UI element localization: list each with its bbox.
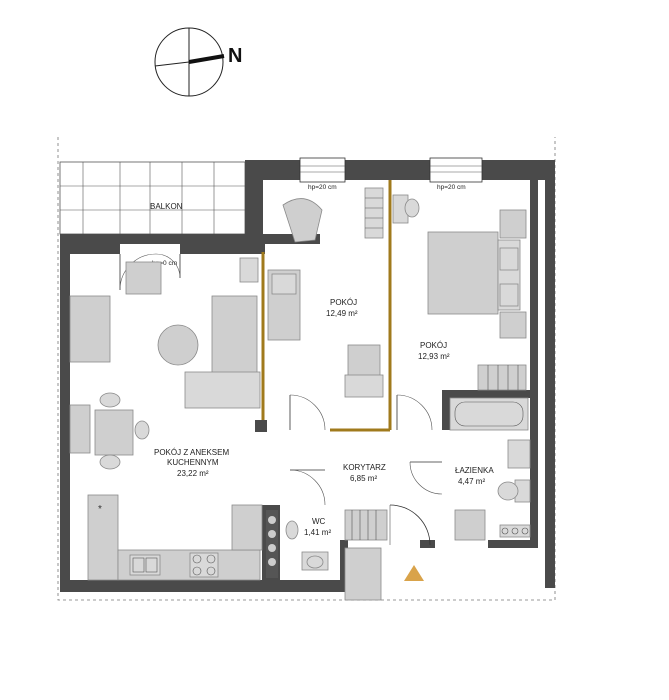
compass-icon: N [154, 27, 242, 97]
entrance-arrow-icon [404, 565, 424, 581]
bathtub-icon [449, 397, 529, 431]
doors [289, 394, 443, 546]
installation-shaft [266, 510, 278, 578]
window-pokoj2 [429, 157, 483, 183]
room-label-pokoj1: POKÓJ [330, 298, 357, 307]
living-furniture: * [69, 257, 263, 581]
desk-chair-icon [282, 198, 323, 243]
window-height-pokoj1: hp=20 cm [308, 184, 337, 191]
room1-furniture [267, 187, 384, 398]
room-area-pokoj2: 12,93 m² [418, 352, 450, 361]
bed-icon [427, 209, 527, 339]
room-area-living: 23,22 m² [177, 469, 209, 478]
fridge-mark-icon: * [98, 504, 102, 515]
room2-furniture [392, 194, 527, 391]
room-label-korytarz: KORYTARZ [343, 463, 386, 472]
wc-toilet-icon [285, 520, 329, 571]
walls [60, 160, 555, 592]
stove-icon [189, 552, 219, 578]
room-area-korytarz: 6,85 m² [350, 474, 377, 483]
bathroom-sink-icon [507, 439, 531, 469]
washing-machine-icon [454, 509, 486, 541]
room-label-lazienka: ŁAZIENKA [455, 466, 494, 475]
wardrobe-partitions [261, 180, 392, 432]
bathroom-heater [499, 524, 531, 538]
room-label-living-1: POKÓJ Z ANEKSEM [154, 448, 229, 457]
balcony [59, 161, 246, 235]
room-label-wc: WC [312, 517, 326, 526]
corridor-wardrobe [344, 509, 388, 601]
room-area-lazienka: 4,47 m² [458, 477, 485, 486]
room-label-balkon: BALKON [150, 202, 183, 211]
sink-icon [129, 554, 161, 576]
north-label: N [228, 45, 242, 67]
toilet-icon [497, 479, 531, 503]
room-area-wc: 1,41 m² [304, 528, 331, 537]
room-label-pokoj2: POKÓJ [420, 341, 447, 350]
window-height-pokoj2: hp=20 cm [437, 184, 466, 191]
window-height-balkon-door: hp=0 cm [152, 260, 177, 267]
window-pokoj1 [299, 157, 346, 183]
room-area-pokoj1: 12,49 m² [326, 309, 358, 318]
room-label-living-2: KUCHENNYM [167, 458, 219, 467]
